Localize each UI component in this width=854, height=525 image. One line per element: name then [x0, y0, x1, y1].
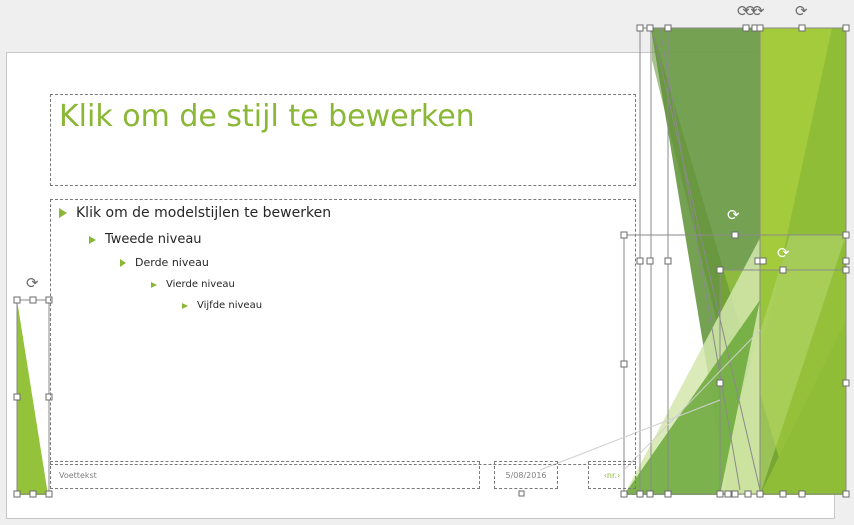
- title-text: Klik om de stijl te bewerken: [59, 99, 475, 134]
- title-placeholder[interactable]: Klik om de stijl te bewerken: [50, 94, 636, 186]
- slide-number-text: ‹nr.›: [603, 471, 621, 480]
- rotate-handle-icon[interactable]: ⟳: [752, 2, 765, 20]
- bullet-level-5: Vijfde niveau: [182, 300, 262, 311]
- mid-green-triangle[interactable]: [624, 300, 760, 495]
- triangle-right-icon: [59, 208, 67, 218]
- bullet-text: Vierde niveau: [166, 279, 235, 290]
- triangle-right-icon: [120, 258, 126, 267]
- resize-handles[interactable]: [13, 24, 850, 498]
- triangle-right-icon: [89, 235, 96, 244]
- footer-text: Voettekst: [59, 471, 97, 480]
- rotate-handle-icon[interactable]: ⟳: [795, 2, 808, 20]
- bullet-text: Vijfde niveau: [197, 300, 263, 311]
- date-placeholder[interactable]: 5/08/2016: [494, 461, 558, 489]
- triangle-right-icon: [182, 302, 188, 309]
- bullet-text: Tweede niveau: [105, 232, 202, 247]
- bullet-level-4: Vierde niveau: [151, 279, 235, 290]
- rotate-handle-icon[interactable]: ⟳: [777, 244, 790, 262]
- bullet-level-2: Tweede niveau: [89, 232, 202, 247]
- rotate-handle-icon[interactable]: ⟳: [26, 274, 39, 292]
- bullet-text: Derde niveau: [135, 256, 209, 269]
- slide-number-placeholder[interactable]: ‹nr.›: [588, 461, 636, 489]
- bottom-right-triangle[interactable]: [760, 320, 846, 495]
- left-green-triangle[interactable]: [17, 300, 48, 495]
- date-text: 5/08/2016: [505, 471, 547, 480]
- bullet-level-3: Derde niveau: [120, 256, 209, 269]
- content-placeholder[interactable]: Klik om de modelstijlen te bewerken Twee…: [50, 199, 636, 465]
- bullet-level-1: Klik om de modelstijlen te bewerken: [59, 205, 331, 221]
- footer-placeholder[interactable]: Voettekst: [50, 461, 480, 489]
- bullet-text: Klik om de modelstijlen te bewerken: [76, 205, 332, 221]
- triangle-right-icon: [151, 281, 157, 288]
- rotate-handle-icon[interactable]: ⟳: [745, 2, 758, 20]
- rotate-handle-icon[interactable]: ⟳: [737, 2, 750, 20]
- rotate-handle-icon[interactable]: ⟳: [727, 206, 740, 224]
